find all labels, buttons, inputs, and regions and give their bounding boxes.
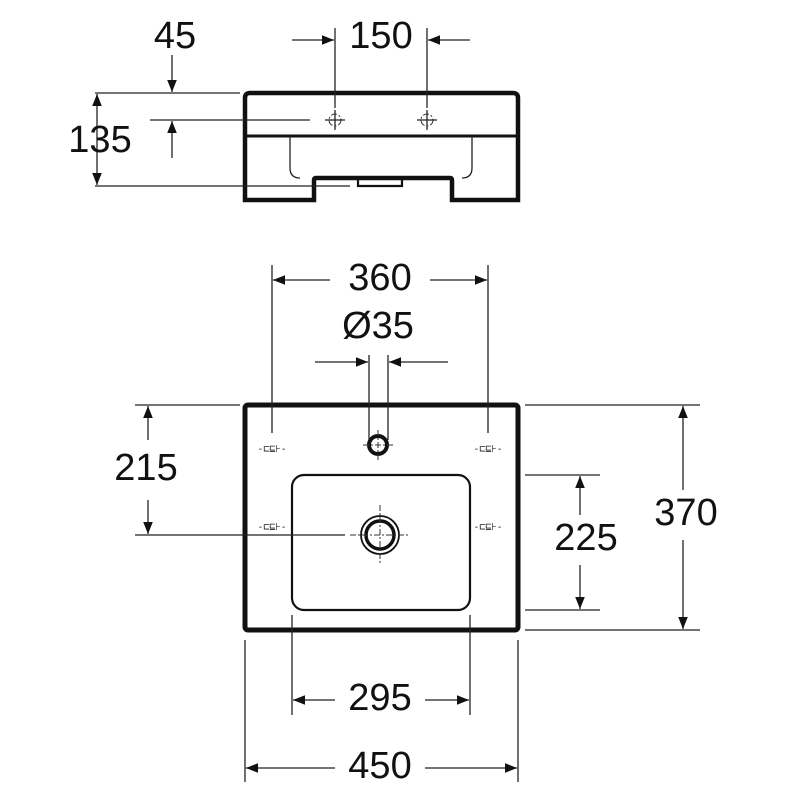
drain-tab [356, 178, 404, 188]
tap-hole-marker-right [417, 110, 437, 130]
dim-total-depth: 370 [654, 492, 717, 534]
tap-hole [363, 430, 393, 462]
dim-tap-hole-diameter: Ø35 [342, 305, 414, 347]
svg-text:-⊏⊑⊦-: -⊏⊑⊦- [473, 444, 502, 455]
dim-total-width: 450 [348, 745, 411, 787]
bowl-inner-line [289, 136, 473, 179]
dim-tap-offset: 45 [154, 15, 196, 57]
dim-hole-span: 360 [348, 257, 411, 299]
dim-height: 135 [68, 119, 131, 161]
tap-hole-marker-left [325, 110, 345, 130]
dim-bowl-width: 295 [348, 677, 411, 719]
side-view: 45 150 135 [68, 15, 521, 203]
drain-hole [350, 505, 410, 565]
basin-top-outline [242, 402, 521, 633]
dim-tap-spacing: 150 [349, 15, 412, 57]
bowl-outline [290, 473, 472, 612]
fixing-marks: -⊏⊑⊦- -⊏⊑⊦- -⊏⊑⊦- -⊏⊑⊦- [257, 444, 502, 533]
svg-text:-⊏⊑⊦-: -⊏⊑⊦- [257, 444, 286, 455]
dim-bowl-depth: 225 [554, 517, 617, 559]
top-view: -⊏⊑⊦- -⊏⊑⊦- -⊏⊑⊦- -⊏⊑⊦- 360 Ø35 215 225 [114, 257, 717, 787]
basin-side-outline [242, 90, 521, 203]
svg-text:-⊏⊑⊦-: -⊏⊑⊦- [257, 522, 286, 533]
svg-text:-⊏⊑⊦-: -⊏⊑⊦- [473, 522, 502, 533]
dim-hole-row-depth: 215 [114, 447, 177, 489]
